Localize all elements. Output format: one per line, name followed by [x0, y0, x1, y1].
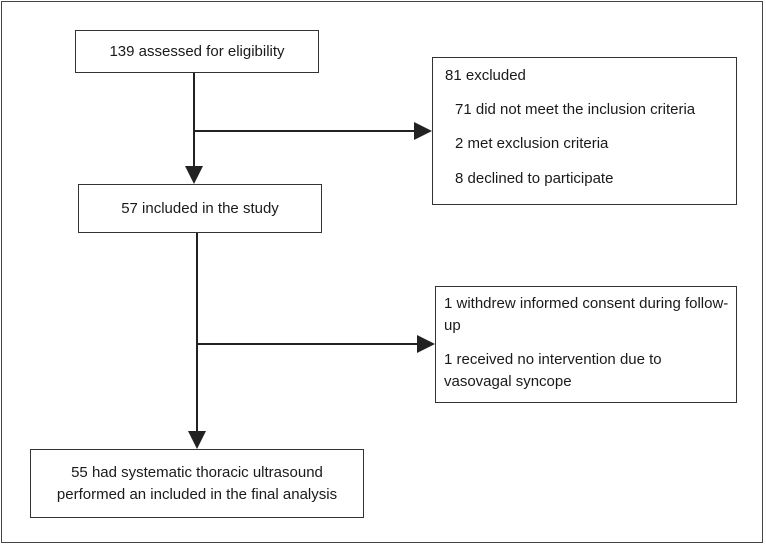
excluded-heading: 81 excluded [445, 67, 526, 84]
excluded-box: 81 excluded 71 did not meet the inclusio… [432, 57, 737, 205]
withdrawn-reason-consent: 1 withdrew informed consent during follo… [444, 295, 729, 334]
analyzed-text: 55 had systematic thoracic ultrasound pe… [56, 463, 338, 503]
arrowhead-to-included [185, 166, 203, 184]
withdrawn-box: 1 withdrew informed consent during follo… [435, 286, 737, 403]
assessed-box: 139 assessed for eligibility [75, 30, 319, 73]
excluded-reason-declined: 8 declined to participate [455, 170, 614, 187]
arrowhead-to-excluded [414, 122, 432, 140]
arrowhead-to-withdrawn [417, 335, 435, 353]
excluded-reason-inclusion: 71 did not meet the inclusion criteria [455, 101, 696, 118]
excluded-reason-exclusion: 2 met exclusion criteria [455, 135, 609, 152]
assessed-text: 139 assessed for eligibility [109, 42, 285, 60]
analyzed-box: 55 had systematic thoracic ultrasound pe… [30, 449, 364, 518]
included-text: 57 included in the study [121, 199, 279, 217]
included-box: 57 included in the study [78, 184, 322, 233]
arrowhead-to-analyzed [188, 431, 206, 449]
withdrawn-reason-syncope: 1 received no intervention due to vasova… [444, 351, 662, 390]
